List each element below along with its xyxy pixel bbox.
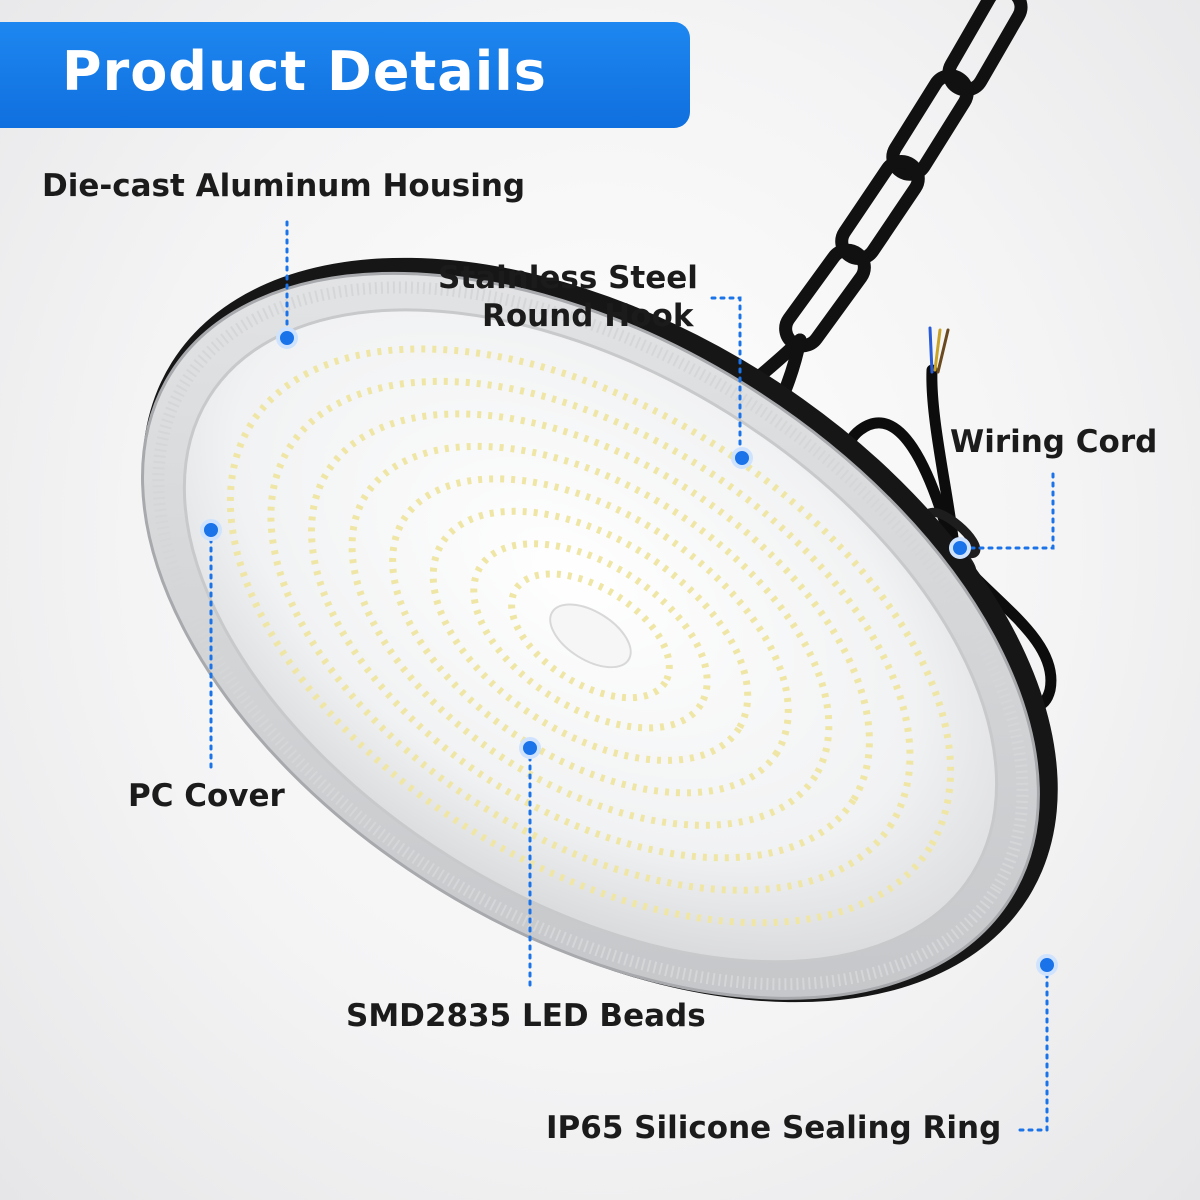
housing-callout-dot	[276, 327, 298, 349]
callout-dots	[200, 327, 1058, 976]
housing-label: Die-cast Aluminum Housing	[42, 168, 526, 204]
callout-leaders	[209, 220, 1055, 1132]
page-title: Product Details	[62, 40, 547, 103]
pc-cover-callout-dot	[200, 519, 222, 541]
title-banner: Product Details	[0, 22, 690, 128]
led-callout-dot	[519, 737, 541, 759]
sealing-ring-label: IP65 Silicone Sealing Ring	[546, 1110, 1002, 1146]
high-bay-fixture	[141, 257, 1058, 1003]
wiring-callout-dot	[949, 537, 971, 559]
wiring-label: Wiring Cord	[950, 424, 1158, 460]
led-beads-label: SMD2835 LED Beads	[346, 998, 706, 1034]
hook-callout-dot	[731, 447, 753, 469]
hook-label-line2: Round Hook	[482, 298, 694, 334]
sealing-callout-dot	[1036, 954, 1058, 976]
hook-label-line1: Stainless Steel	[438, 260, 698, 296]
pc-cover-label: PC Cover	[128, 778, 285, 814]
